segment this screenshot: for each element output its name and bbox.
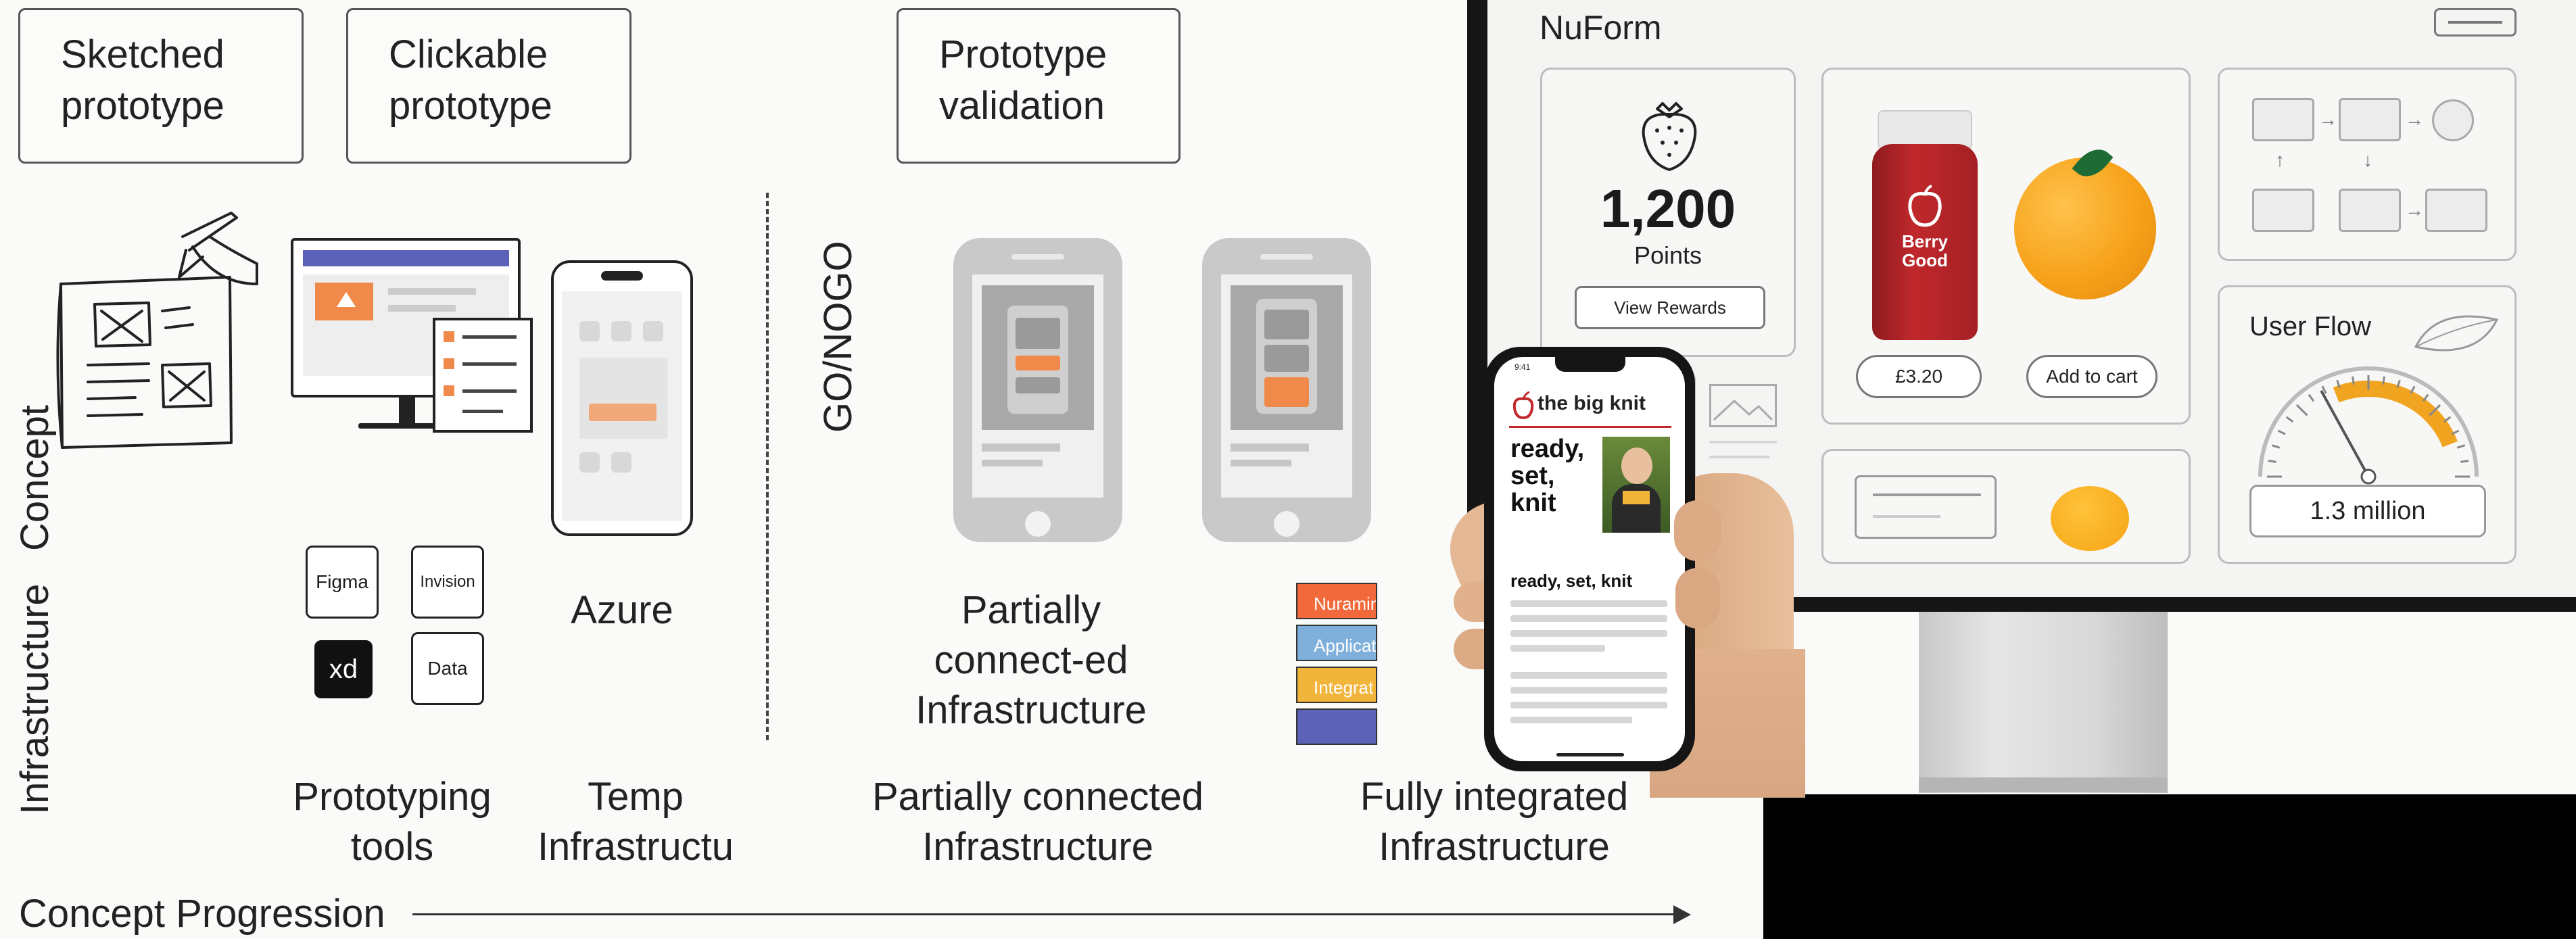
points-label: Points: [1633, 241, 1702, 269]
stack-bar-application: Applicat: [1296, 625, 1377, 661]
gauge-tick: [2336, 379, 2341, 389]
orange-icon: [2014, 158, 2156, 299]
promo-card: [1821, 449, 2191, 564]
price-pill: £3.20: [1856, 355, 1982, 398]
flow-node: [2339, 189, 2401, 232]
flow-node: [2432, 99, 2474, 141]
phone-brand: the big knit: [1537, 392, 1646, 414]
concept-progression-label: Concept Progression: [19, 892, 385, 936]
gauge-tick: [2268, 460, 2276, 463]
flow-node: [2252, 98, 2314, 141]
temp-infrastructure-label: Temp Infrastructu: [537, 775, 734, 869]
stack-bar-nuramin: Nuramin: [1296, 583, 1377, 619]
black-corner-panel: [1763, 794, 2576, 939]
stack-bar-integration: Integrat: [1296, 667, 1377, 703]
partially-connected-bottom-label: Partially connected Infrastructure: [872, 775, 1204, 869]
brand-apple-icon: [1512, 391, 1534, 420]
axis-infrastructure-label: Infrastructure: [13, 583, 57, 815]
leaf-icon: [2414, 315, 2499, 352]
gauge-tick: [2422, 393, 2429, 402]
flow-diagram-card: → → ↑ ↓ →: [2218, 68, 2517, 261]
phone-screen: 9:41 the big knit ready, set, knit ready…: [1494, 357, 1685, 761]
gauge-tick: [2429, 404, 2441, 416]
product-card: Berry Good £3.20 Add to cart: [1821, 68, 2191, 425]
gauge-tick: [2456, 444, 2466, 449]
gauge-value-pill: 1.3 million: [2249, 485, 2486, 537]
juice-bottle-icon: Berry Good: [1872, 144, 1978, 340]
gauge-tick: [2451, 429, 2460, 435]
view-rewards-button[interactable]: View Rewards: [1575, 286, 1765, 329]
gauge-tick: [2295, 404, 2308, 416]
user-flow-title: User Flow: [2249, 312, 2372, 341]
add-to-cart-button[interactable]: Add to cart: [2026, 355, 2157, 398]
nuform-screen: NuForm 1,200 Points View Rewards Berry G…: [1487, 0, 2576, 597]
gonogo-label: GO/NOGO: [816, 241, 860, 433]
prototyping-tools-label: Prototyping tools: [293, 775, 492, 869]
status-time: 9:41: [1514, 362, 1531, 372]
monitor-stand: [1919, 612, 2168, 793]
gauge-tick: [2460, 460, 2469, 463]
strawberry-icon: [1642, 102, 1697, 171]
fully-integrated-label: Fully integrated Infrastructure: [1360, 775, 1629, 869]
gauge-tick: [2277, 429, 2286, 435]
phone-validation-1: [953, 238, 1122, 542]
gauge-icon: [2258, 366, 2479, 485]
progression-arrow-line: [412, 913, 1680, 915]
stack-bar-base: [1296, 708, 1377, 745]
partially-connected-infra-label: Partially connect-ed Infrastructure: [915, 588, 1147, 732]
menu-button[interactable]: [2434, 8, 2517, 37]
bottle-label: Berry Good: [1902, 231, 1948, 270]
points-value: 1,200: [1600, 178, 1736, 239]
phone-wireframe-icon: [551, 260, 693, 536]
phone-validation-2: [1202, 238, 1371, 542]
user-flow-card: User Flow 1.3 million: [2218, 285, 2517, 564]
orange-character-icon: [2051, 486, 2129, 551]
data-tool-box: Data: [411, 632, 484, 705]
gauge-tick: [2443, 416, 2452, 423]
gauge-tick: [2352, 376, 2355, 385]
gauge-tick: [2321, 385, 2327, 394]
xd-tool-box: xd: [314, 640, 373, 698]
axis-concept-label: Concept: [13, 404, 57, 551]
figma-tool-box: Figma: [306, 546, 379, 619]
azure-label: Azure: [571, 588, 673, 632]
pen-hand-sketch-icon: [56, 212, 258, 449]
gonogo-divider: [766, 193, 769, 740]
progression-arrow-head-icon: [1673, 905, 1691, 924]
points-card: 1,200 Points View Rewards: [1540, 68, 1796, 357]
gauge-tick: [2285, 416, 2294, 423]
document-mockup-icon: [433, 318, 533, 433]
image-placeholder-icon: [1709, 384, 1777, 427]
gauge-tick: [2271, 444, 2281, 449]
gauge-tick: [2308, 393, 2315, 402]
stage-sketched-prototype: Sketched prototype: [18, 8, 304, 164]
gauge-tick: [2396, 379, 2401, 389]
knitter-photo: [1602, 437, 1670, 533]
stage-prototype-validation: Prototype validation: [897, 8, 1180, 164]
gauge-tick: [2382, 376, 2385, 385]
gauge-tick: [2410, 385, 2416, 394]
flow-node: [2339, 98, 2401, 141]
phone-subhead: ready, set, knit: [1510, 571, 1633, 591]
flow-node: [2252, 189, 2314, 232]
flow-node: [2425, 189, 2487, 232]
app-title: NuForm: [1540, 9, 1662, 47]
invision-tool-box: Invision: [411, 546, 484, 619]
phone-headline: ready, set, knit: [1510, 435, 1585, 517]
stage-clickable-prototype: Clickable prototype: [346, 8, 631, 164]
